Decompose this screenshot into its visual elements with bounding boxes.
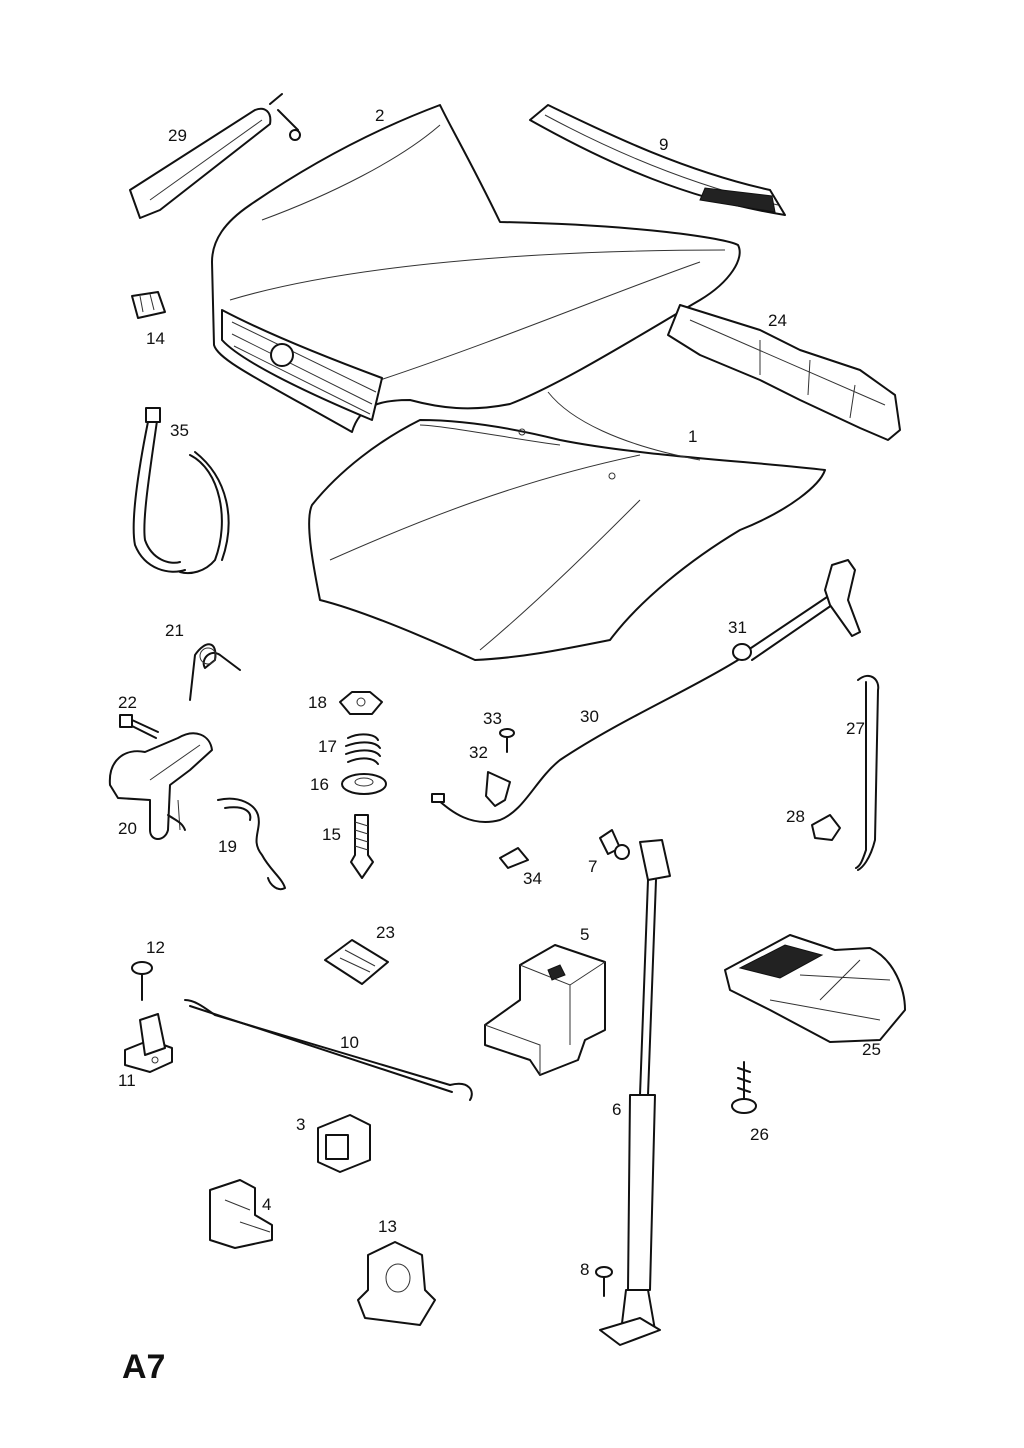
screw-icon <box>499 728 515 753</box>
windscreen-seal-icon <box>529 104 786 216</box>
part-label: 24 <box>768 311 787 330</box>
part-label: 18 <box>308 693 327 712</box>
part-label: 35 <box>170 421 189 440</box>
part-label: 34 <box>523 869 542 888</box>
part-label: 12 <box>146 938 165 957</box>
part-label: 26 <box>750 1125 769 1144</box>
part-label: 4 <box>262 1195 271 1214</box>
nut-icon <box>339 691 383 715</box>
part-label: 9 <box>659 135 668 154</box>
part-label: 20 <box>118 819 137 838</box>
bracket-clip-icon <box>209 1179 273 1249</box>
part-label: 32 <box>469 743 488 762</box>
part-label: 33 <box>483 709 502 728</box>
bonnet-inner-panel-icon <box>308 391 826 661</box>
part-label: 27 <box>846 719 865 738</box>
part-label: 8 <box>580 1260 589 1279</box>
clip-icon <box>131 291 166 319</box>
part-label: 15 <box>322 825 341 844</box>
speed-nut-icon <box>324 939 389 985</box>
striker-pin-icon <box>350 814 374 879</box>
release-handle-icon <box>732 559 861 661</box>
part-label: 30 <box>580 707 599 726</box>
cable-clip-icon <box>485 771 511 807</box>
part-label: 7 <box>588 857 597 876</box>
part-label: 6 <box>612 1100 621 1119</box>
bolt-icon <box>595 1266 613 1297</box>
cup-washer-icon <box>341 773 387 795</box>
part-label: 10 <box>340 1033 359 1052</box>
screw-icon <box>731 1061 757 1114</box>
part-label: 23 <box>376 923 395 942</box>
part-label: 5 <box>580 925 589 944</box>
release-cable-icon <box>431 659 739 823</box>
part-label: 2 <box>375 106 384 125</box>
seal-strip-icon <box>855 674 880 871</box>
screw-icon <box>131 961 153 1001</box>
rod-holder-icon <box>124 1013 173 1073</box>
part-label: 13 <box>378 1217 397 1236</box>
gas-strut-icon <box>599 839 671 1346</box>
buffer-clip-icon <box>317 1114 371 1173</box>
torsion-spring-icon <box>189 643 241 701</box>
part-label: 3 <box>296 1115 305 1134</box>
wire-spring-icon <box>217 797 286 891</box>
part-label: 14 <box>146 329 165 348</box>
support-block-icon <box>484 944 606 1076</box>
rod-clip-icon <box>357 1241 436 1326</box>
part-label: 17 <box>318 737 337 756</box>
clip-icon <box>499 847 529 869</box>
part-label: 22 <box>118 693 137 712</box>
part-label: 11 <box>118 1071 136 1090</box>
part-label: 16 <box>310 775 329 794</box>
bolt-icon <box>119 714 159 739</box>
part-label: 25 <box>862 1040 881 1059</box>
part-label: 28 <box>786 807 805 826</box>
part-label: 19 <box>218 837 237 856</box>
part-label: 1 <box>688 427 697 446</box>
part-label: 21 <box>165 621 184 640</box>
part-labels: 1 2 3 4 5 6 7 8 9 10 11 12 13 14 15 16 1… <box>118 106 881 1279</box>
insulation-strip-icon <box>667 304 901 441</box>
grille-trim-icon <box>129 93 301 219</box>
page-id: A7 <box>122 1348 165 1386</box>
ball-stud-icon <box>599 829 630 860</box>
support-rod-icon <box>184 999 473 1101</box>
cable-tie-icon <box>132 407 230 575</box>
part-label: 29 <box>168 126 187 145</box>
part-label: 31 <box>728 618 747 637</box>
bonnet-lock-icon <box>108 732 213 840</box>
cap-nut-icon <box>811 814 841 841</box>
bonnet-outer-panel-icon <box>211 104 741 433</box>
lock-bracket-icon <box>724 934 906 1043</box>
spring-icon <box>345 733 381 765</box>
